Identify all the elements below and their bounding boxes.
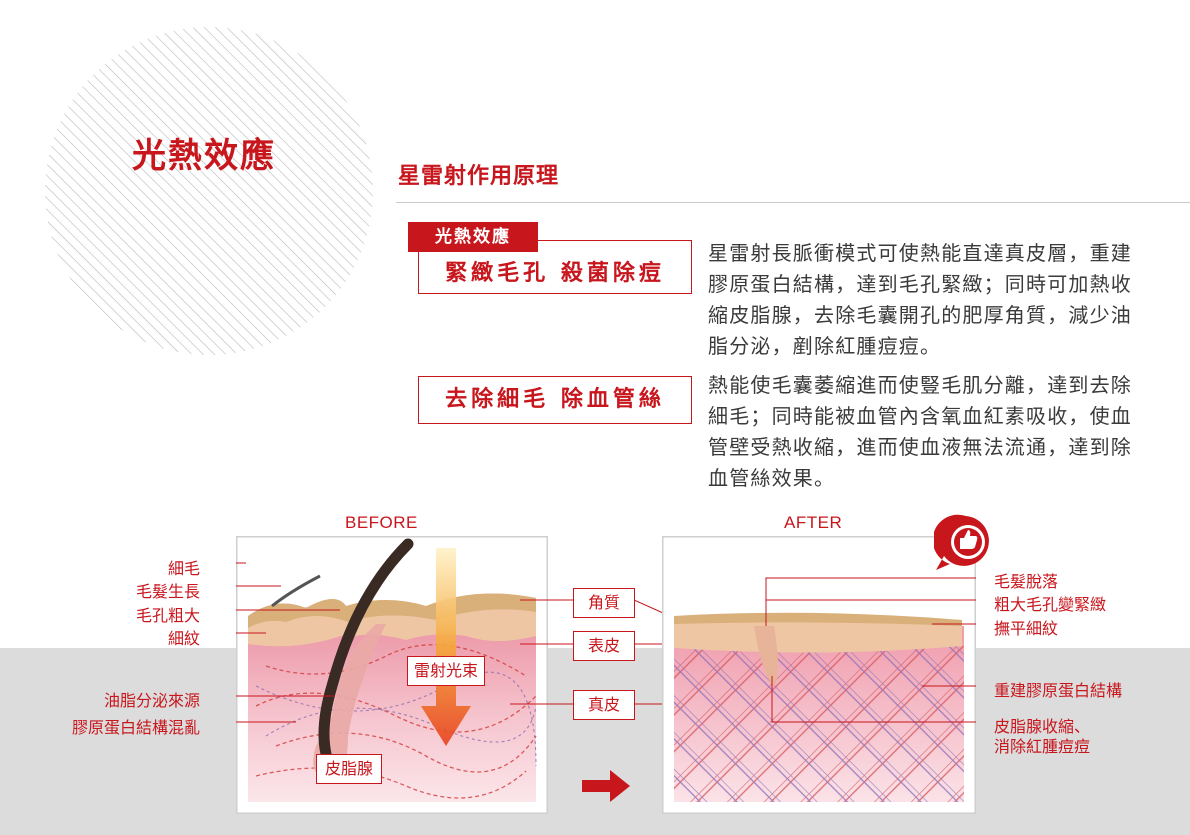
section-title: 光熱效應 xyxy=(132,136,276,176)
subtitle-divider xyxy=(396,202,1190,203)
hatched-circle-decoration xyxy=(45,27,373,355)
paragraph-line: 血管絲效果。 xyxy=(708,466,836,490)
after-label-lines-smoothed: 撫平細紋 xyxy=(994,619,1059,638)
after-label-collagen-rebuild: 重建膠原蛋白結構 xyxy=(994,681,1123,700)
tag-badge: 光熱效應 xyxy=(408,222,538,252)
page-subtitle: 星雷射作用原理 xyxy=(398,163,560,189)
before-label-fine-lines: 細紋 xyxy=(167,629,200,648)
after-skin-illustration xyxy=(662,536,976,814)
heading-box-hair: 去除細毛 除血管絲 xyxy=(418,376,692,424)
before-label-oil-source: 油脂分泌來源 xyxy=(103,691,200,710)
epidermis-label: 表皮 xyxy=(573,631,635,661)
after-label-gland-shrink: 皮脂腺收縮、 xyxy=(994,717,1091,736)
paragraph-line: 縮皮脂腺，去除毛囊開孔的肥厚角質，減少油 xyxy=(708,303,1132,327)
after-label-pores-tightened: 粗大毛孔變緊緻 xyxy=(994,595,1107,614)
right-arrow-icon xyxy=(582,770,630,802)
before-label-hair-growth: 毛髮生長 xyxy=(135,582,200,601)
after-label-hair-removal: 毛髮脫落 xyxy=(994,572,1059,591)
before-skin-illustration xyxy=(236,536,548,814)
bottom-band xyxy=(0,648,1190,835)
stratum-corneum-label: 角質 xyxy=(573,588,635,618)
dermis-label: 真皮 xyxy=(573,690,635,720)
paragraph-line: 管壁受熱收縮，進而使血液無法流通，達到除 xyxy=(708,435,1132,459)
before-label-fine-hair: 細毛 xyxy=(167,559,200,578)
paragraph-pores: 星雷射長脈衝模式可使熱能直達真皮層，重建 膠原蛋白結構，達到毛孔緊緻；同時可加熱… xyxy=(708,238,1163,362)
before-label-large-pores: 毛孔粗大 xyxy=(135,606,200,625)
paragraph-line: 熱能使毛囊萎縮進而使豎毛肌分離，達到去除 xyxy=(708,373,1132,397)
before-label-collagen-disorder: 膠原蛋白結構混亂 xyxy=(71,718,200,737)
laser-beam-label: 雷射光束 xyxy=(407,656,485,686)
paragraph-hair: 熱能使毛囊萎縮進而使豎毛肌分離，達到去除 細毛；同時能被血管內含氧血紅素吸收，使… xyxy=(708,370,1163,494)
sebaceous-gland-label: 皮脂腺 xyxy=(316,754,382,784)
paragraph-line: 脂分泌，剷除紅腫痘痘。 xyxy=(708,334,942,358)
paragraph-line: 細毛；同時能被血管內含氧血紅素吸收，使血 xyxy=(708,404,1132,428)
after-label: AFTER xyxy=(784,513,843,532)
after-label-acne-removal: 消除紅腫痘痘 xyxy=(994,737,1091,756)
paragraph-line: 星雷射長脈衝模式可使熱能直達真皮層，重建 xyxy=(708,241,1132,265)
thumbs-up-icon xyxy=(934,514,989,570)
paragraph-line: 膠原蛋白結構，達到毛孔緊緻；同時可加熱收 xyxy=(708,272,1132,296)
before-label: BEFORE xyxy=(345,513,418,532)
